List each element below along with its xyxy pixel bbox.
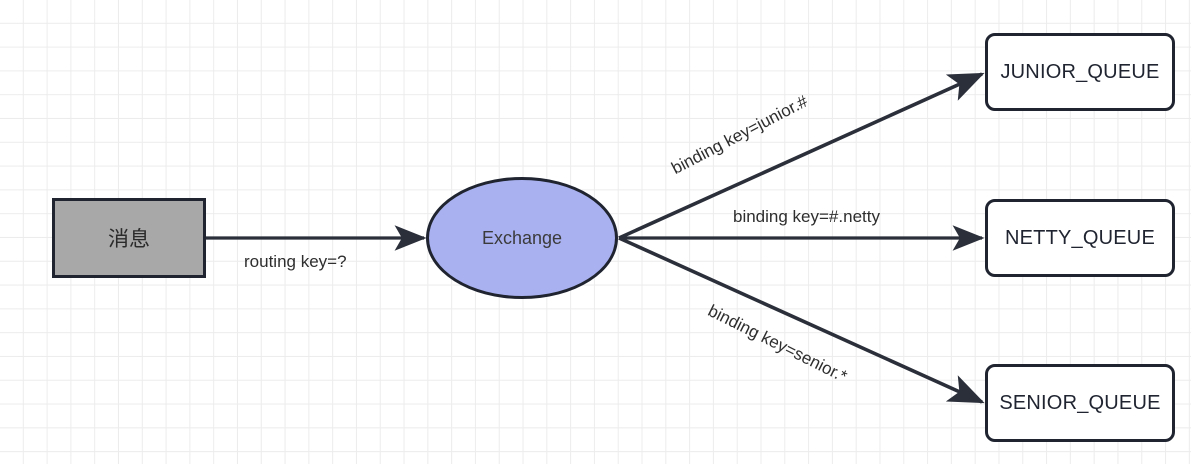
edge-label-binding-key-netty: binding key=#.netty [733, 207, 880, 226]
node-message[interactable]: 消息 [52, 198, 206, 278]
node-netty-queue-label: NETTY_QUEUE [1004, 226, 1155, 249]
node-senior-queue-label: SENIOR_QUEUE [999, 391, 1161, 414]
node-exchange-label: Exchange [481, 227, 563, 248]
node-message-label: 消息 [108, 228, 150, 251]
node-senior-queue[interactable]: SENIOR_QUEUE [985, 364, 1175, 442]
edge-label-routing-key: routing key=? [244, 252, 347, 271]
edge-exchange-to-junior [618, 72, 985, 240]
node-netty-queue[interactable]: NETTY_QUEUE [985, 199, 1175, 277]
node-junior-queue-label: JUNIOR_QUEUE [1000, 60, 1160, 83]
node-exchange[interactable]: Exchange [426, 177, 618, 299]
node-junior-queue[interactable]: JUNIOR_QUEUE [985, 33, 1175, 111]
edge-exchange-to-senior [618, 236, 985, 404]
